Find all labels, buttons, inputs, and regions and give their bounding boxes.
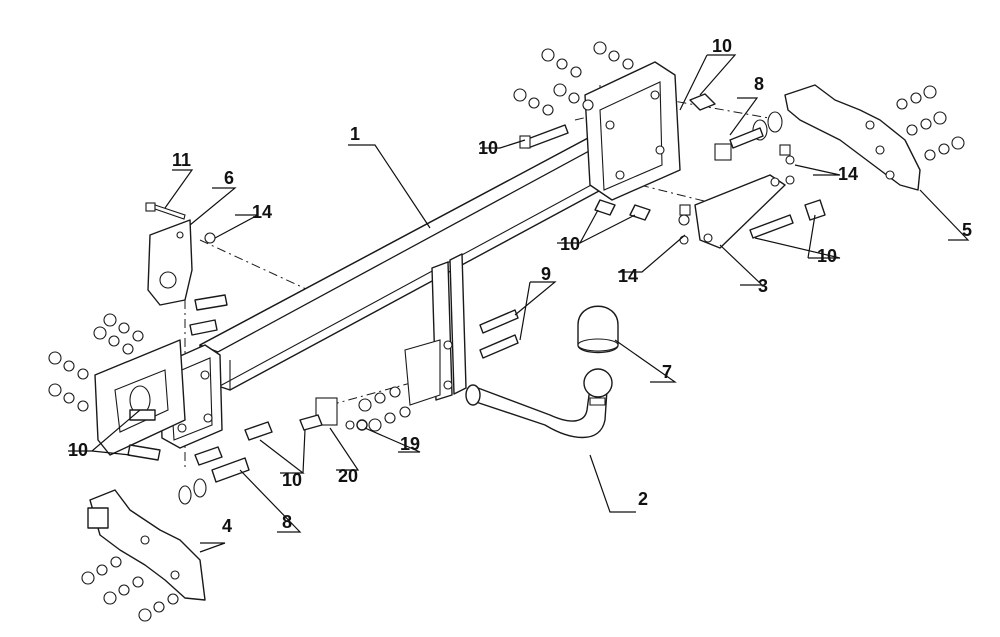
washer-nut-stack-lower-left [81,556,179,622]
callout-labels: 1 2 3 4 5 6 7 8 8 9 10 10 10 10 10 10 11… [68,36,972,536]
washer-nut-stack-center [345,386,411,432]
callout-8-bottom: 8 [282,512,292,532]
callout-5: 5 [962,220,972,240]
leader-lines [68,54,970,553]
spring [315,397,338,426]
left-side-bracket [94,339,186,456]
callout-10-right: 10 [817,246,837,266]
callout-10-center: 10 [560,234,580,254]
ball-cap [577,305,619,354]
support-strap [694,174,786,249]
washer-stack-8 [178,111,795,505]
callout-8-top: 8 [754,74,764,94]
small-bolt [145,202,186,220]
callout-20: 20 [338,466,358,486]
callout-10-left: 10 [68,440,88,460]
callout-6: 6 [224,168,234,188]
callout-4: 4 [222,516,232,536]
callout-9: 9 [541,264,551,284]
nut-19 [356,419,368,431]
right-mounting-plate [584,61,681,201]
callout-14-right: 14 [838,164,858,184]
callout-1: 1 [350,124,360,144]
washer-nut-stack-top [513,41,634,116]
fastener-groups [48,41,965,622]
callout-3: 3 [758,276,768,296]
center-ball-mount-bracket [404,253,467,406]
bolts [127,93,826,483]
callout-11: 11 [172,150,191,170]
socket-plate [147,219,193,306]
callout-19: 19 [400,434,420,454]
callout-10-mid-left: 10 [478,138,498,158]
callout-14-center: 14 [618,266,638,286]
callout-7: 7 [662,362,672,382]
washer-nut-stack-right [896,85,965,161]
callout-10-top: 10 [712,36,732,56]
callout-10-bottom: 10 [282,470,302,490]
left-lower-plate [87,489,206,601]
callout-14-left: 14 [252,202,272,222]
washer-nut-stack-left [48,313,144,412]
tow-ball-neck [465,368,613,439]
right-side-plate [784,84,921,191]
callout-2: 2 [638,489,648,509]
